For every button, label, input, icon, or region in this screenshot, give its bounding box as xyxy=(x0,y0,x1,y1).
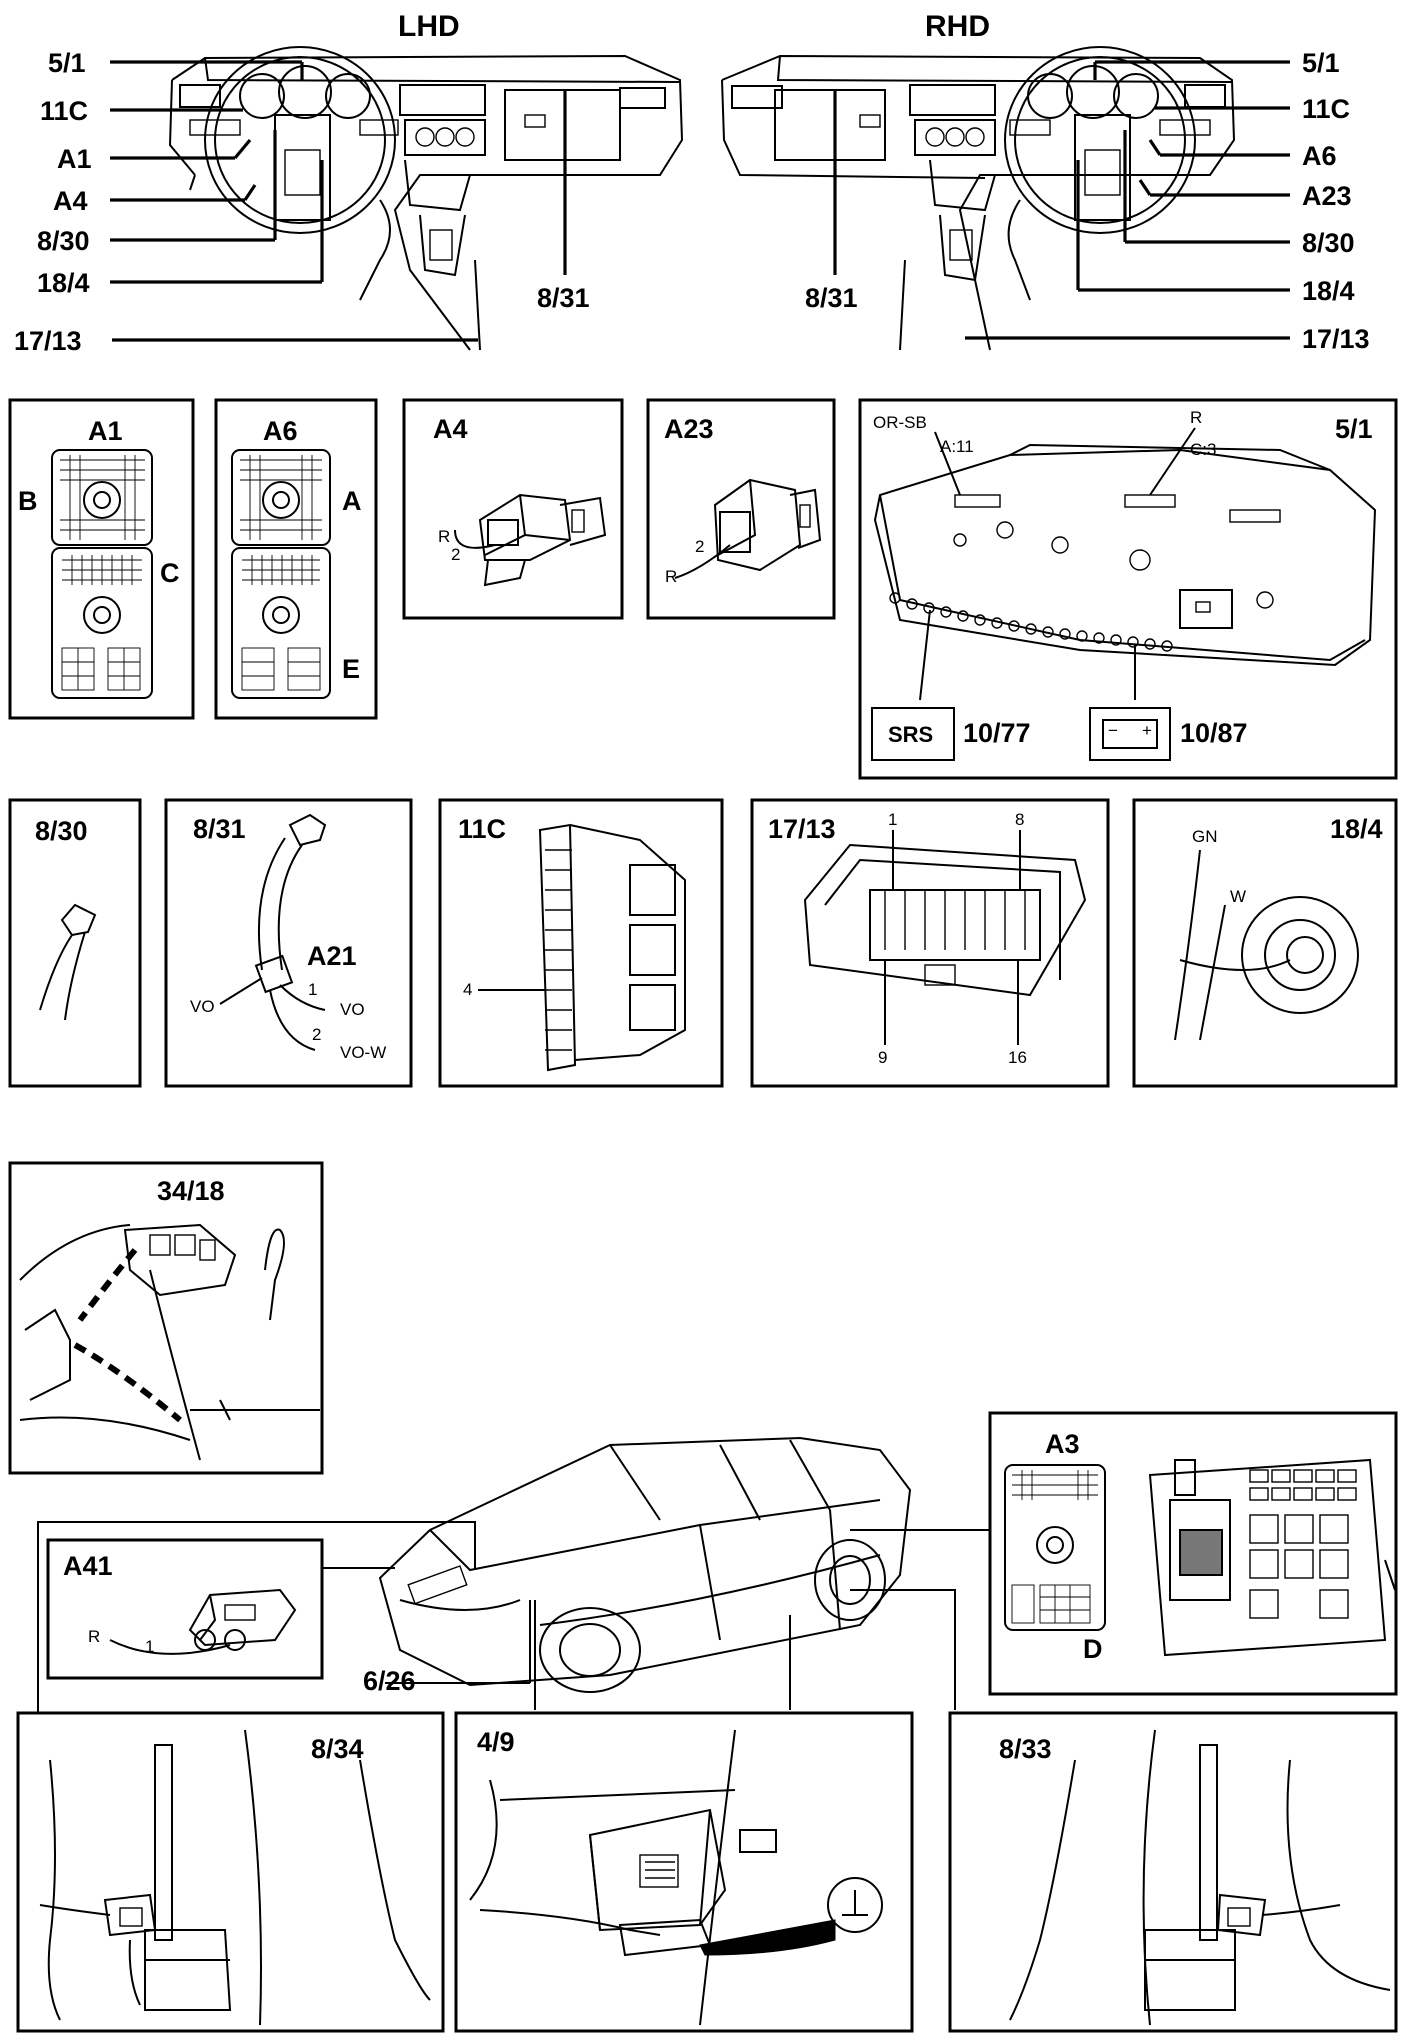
panel-a41-wire-r: R xyxy=(88,1627,100,1646)
panel-5-1-battery-ref: 10/87 xyxy=(1180,718,1248,748)
a1-connector-upper xyxy=(51,449,153,546)
panel-8-31-vo-left: VO xyxy=(190,997,215,1016)
panel-8-31-title: 8/31 xyxy=(193,814,246,844)
panel-8-30: 8/30 xyxy=(8,798,142,1088)
panel-4-9-title: 4/9 xyxy=(477,1727,515,1757)
label-6-26: 6/26 xyxy=(363,1666,416,1696)
panel-a4: A4 R 2 xyxy=(402,398,624,620)
panel-18-4-title: 18/4 xyxy=(1330,814,1383,844)
lhd-leader-lines xyxy=(110,60,567,342)
panel-a3-side-d: D xyxy=(1083,1634,1103,1664)
a6-connector-lower xyxy=(231,547,331,699)
panel-5-1-srs-ref: 10/77 xyxy=(963,718,1031,748)
panel-a1: A1 B C xyxy=(8,398,195,720)
panel-a4-title: A4 xyxy=(433,414,468,444)
rhd-heading: RHD xyxy=(925,10,990,43)
central-electronic-module xyxy=(1148,1458,1387,1657)
panel-8-34-title: 8/34 xyxy=(311,1734,364,1764)
panel-5-1: 5/1 OR-SB A:11 R C:3 SRS 10/77 − + 10/87 xyxy=(858,398,1398,780)
panel-a1-side-b: B xyxy=(18,486,38,516)
panel-8-31-pin-2: 2 xyxy=(312,1025,321,1044)
panel-8-31-vo-right: VO xyxy=(340,1000,365,1019)
panel-8-31-vo-w: VO-W xyxy=(340,1043,386,1062)
panel-8-31-a21: A21 xyxy=(307,941,357,971)
rhd-label-a6: A6 xyxy=(1302,141,1337,171)
panel-4-9: 4/9 xyxy=(454,1711,914,2033)
panel-11c: 11C 4 xyxy=(438,798,724,1088)
lhd-label-17-13: 17/13 xyxy=(14,326,82,356)
panel-a4-pin: 2 xyxy=(451,545,460,564)
lhd-label-18-4: 18/4 xyxy=(37,268,90,298)
lhd-heading: LHD xyxy=(398,10,460,43)
panel-a4-wire-r: R xyxy=(438,527,450,546)
panel-a6-side-a: A xyxy=(342,486,362,516)
panel-8-33: 8/33 xyxy=(948,1711,1398,2033)
panel-5-1-battery-plus: + xyxy=(1142,721,1152,740)
panel-17-13-pin-8: 8 xyxy=(1015,810,1024,829)
panel-5-1-or-sb: OR-SB xyxy=(873,413,927,432)
rhd-label-18-4: 18/4 xyxy=(1302,276,1355,306)
panel-a23-pin: 2 xyxy=(695,537,704,556)
battery-box xyxy=(1089,707,1171,761)
panel-5-1-srs: SRS xyxy=(888,722,933,747)
panel-5-1-a11: A:11 xyxy=(940,437,974,456)
panel-a23: A23 R 2 xyxy=(646,398,836,620)
rhd-label-a23: A23 xyxy=(1302,181,1352,211)
rhd-label-8-30: 8/30 xyxy=(1302,228,1355,258)
lhd-label-a4: A4 xyxy=(53,186,88,216)
lhd-label-11c: 11C xyxy=(40,96,88,126)
rhd-label-17-13: 17/13 xyxy=(1302,324,1370,354)
panel-a1-side-c: C xyxy=(160,558,180,588)
panel-a6-side-e: E xyxy=(342,654,360,684)
panel-a1-title: A1 xyxy=(88,416,123,446)
ground-symbol-icon xyxy=(827,1877,883,1933)
panel-34-18: 34/18 xyxy=(8,1161,324,1475)
panel-a23-wire-r: R xyxy=(665,567,677,586)
panel-a41: A41 R 1 xyxy=(46,1538,324,1680)
rhd-label-11c: 11C xyxy=(1302,94,1350,124)
rhd-glovebox-label-8-31: 8/31 xyxy=(805,283,858,313)
panel-34-18-title: 34/18 xyxy=(157,1176,225,1206)
panel-17-13-pin-9: 9 xyxy=(878,1048,887,1067)
panel-8-34: 8/34 xyxy=(16,1711,445,2033)
panel-a41-pin: 1 xyxy=(145,1637,154,1656)
panel-8-31: 8/31 A21 VO 1 VO 2 VO-W xyxy=(164,798,413,1088)
panel-18-4-gn: GN xyxy=(1192,827,1218,846)
panel-18-4-w: W xyxy=(1230,887,1246,906)
panel-8-31-pin-1: 1 xyxy=(308,980,317,999)
rhd-label-5-1: 5/1 xyxy=(1302,48,1340,78)
lhd-label-5-1: 5/1 xyxy=(48,48,86,78)
panel-18-4: 18/4 GN W xyxy=(1132,798,1398,1088)
panel-17-13: 17/13 1 8 9 16 xyxy=(750,798,1110,1088)
lhd-label-8-30: 8/30 xyxy=(37,226,90,256)
panel-11c-title: 11C xyxy=(458,814,506,844)
panel-8-33-title: 8/33 xyxy=(999,1734,1052,1764)
srs-box xyxy=(871,707,955,761)
a1-connector-lower xyxy=(51,547,153,699)
panel-a6: A6 A E xyxy=(214,398,378,720)
panel-17-13-title: 17/13 xyxy=(768,814,836,844)
cluster-chip xyxy=(1179,589,1233,629)
lhd-label-a1: A1 xyxy=(57,144,92,174)
rhd-leader-lines xyxy=(833,60,1290,340)
lhd-glovebox-label-8-31: 8/31 xyxy=(537,283,590,313)
a6-connector-upper xyxy=(231,449,331,546)
panel-11c-pin: 4 xyxy=(463,980,472,999)
panel-a23-title: A23 xyxy=(664,414,714,444)
panel-17-13-pin-16: 16 xyxy=(1008,1048,1027,1067)
car-illustration xyxy=(378,1436,912,1693)
panel-a3-title: A3 xyxy=(1045,1429,1080,1459)
panel-8-30-title: 8/30 xyxy=(35,816,88,846)
panel-17-13-pin-1: 1 xyxy=(888,810,897,829)
panel-a41-title: A41 xyxy=(63,1551,113,1581)
panel-5-1-r: R xyxy=(1190,408,1202,427)
panel-a3: A3 D xyxy=(988,1411,1398,1696)
panel-5-1-battery-minus: − xyxy=(1108,721,1118,740)
rhd-dashboard-illustration xyxy=(721,46,1236,351)
panel-a6-title: A6 xyxy=(263,416,298,446)
panel-5-1-title: 5/1 xyxy=(1335,414,1373,444)
